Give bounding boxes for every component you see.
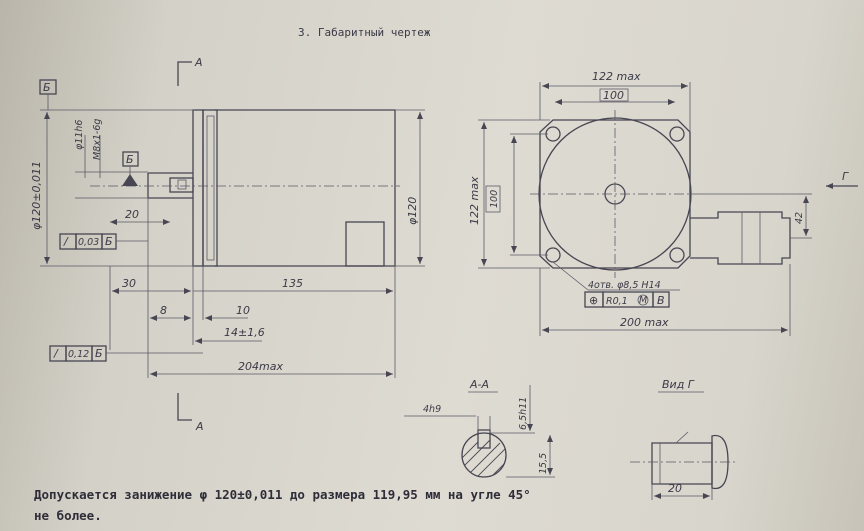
view-g-label: Вид Г — [662, 378, 695, 391]
dim-15-5: 15,5 — [538, 453, 549, 474]
dim-122-top: 122 max — [592, 70, 641, 83]
flange-plate — [192, 109, 204, 267]
svg-text:В: В — [657, 294, 665, 307]
dim-key-width: 4h9 — [423, 404, 441, 415]
mount-hole — [669, 126, 685, 142]
view-arrow-label: Г — [842, 170, 849, 183]
dim-42: 42 — [794, 212, 805, 224]
dim-30: 30 — [122, 277, 136, 290]
dim-122-left: 122 max — [468, 176, 481, 225]
drawing-title: 3. Габаритный чертеж — [298, 26, 431, 39]
position-tolerance-frame: ⊕ R0,1 M В — [584, 291, 670, 308]
terminal-box — [345, 221, 385, 267]
datum-b-mid-box — [122, 151, 139, 167]
dim-20: 20 — [125, 208, 139, 221]
tolerance-frame-2: / 0,12 Б — [49, 345, 203, 362]
svg-text:0,03: 0,03 — [78, 237, 99, 248]
connector-side — [651, 442, 713, 485]
dim-8: 8 — [160, 304, 167, 317]
flange-ring — [202, 109, 218, 267]
dim-14: 14±1,6 — [224, 326, 265, 339]
svg-text:⊕: ⊕ — [589, 294, 598, 307]
dim-10: 10 — [236, 304, 250, 317]
svg-text:Б: Б — [95, 347, 103, 360]
dim-100-top: 100 — [603, 89, 624, 102]
dim-thread: M8x1-6g — [92, 119, 103, 160]
svg-text:Б: Б — [105, 235, 113, 248]
note-line-1: Допускается занижение φ 120±0,011 до раз… — [34, 487, 531, 502]
dim-100-left: 100 — [489, 190, 500, 208]
svg-text:Б: Б — [43, 81, 51, 94]
mount-hole — [669, 247, 685, 263]
svg-text:/: / — [63, 235, 69, 248]
holes-note: 4отв. φ8,5 H14 — [588, 280, 661, 291]
section-mark-top: А — [194, 56, 203, 69]
svg-text:M: M — [639, 295, 647, 306]
key-slot — [477, 429, 491, 449]
front-view: 122 max 100 122 max 100 42 Г 200 max 4от… — [468, 70, 858, 336]
svg-text:0,12: 0,12 — [68, 349, 89, 360]
svg-text:/: / — [53, 347, 59, 360]
dim-200max: 200 max — [620, 316, 669, 329]
section-aa: А-А 4h9 6,5h11 15,5 — [404, 378, 555, 478]
mount-hole — [545, 126, 561, 142]
section-mark-bottom: А — [195, 420, 204, 433]
dim-key-depth: 6,5h11 — [518, 397, 529, 430]
dim-flange-diameter: φ120±0,011 — [30, 161, 43, 230]
connector — [690, 211, 791, 265]
dim-204max: 204max — [238, 360, 283, 373]
view-g: Вид Г 20 — [630, 378, 735, 500]
note-line-2: не более. — [34, 508, 102, 523]
svg-text:R0,1: R0,1 — [606, 296, 628, 307]
dim-135: 135 — [282, 277, 303, 290]
flange-square — [539, 119, 691, 269]
mount-hole — [545, 247, 561, 263]
dim-shaft-diameter: φ11h6 — [74, 120, 85, 150]
shaft-section — [461, 432, 507, 478]
dim-body-diameter: φ120 — [406, 197, 419, 225]
shaft — [169, 177, 194, 193]
pilot-boss — [147, 172, 193, 199]
tolerance-frame-1: / 0,03 Б — [59, 233, 148, 250]
svg-text:Б: Б — [126, 153, 134, 166]
side-view: А А Б φ120±0,011 φ11h6 M8x1-6g Б 20 / — [30, 56, 425, 433]
motor-body-outline — [215, 109, 396, 267]
dim-20-g: 20 — [668, 482, 682, 495]
section-label: А-А — [469, 378, 489, 391]
